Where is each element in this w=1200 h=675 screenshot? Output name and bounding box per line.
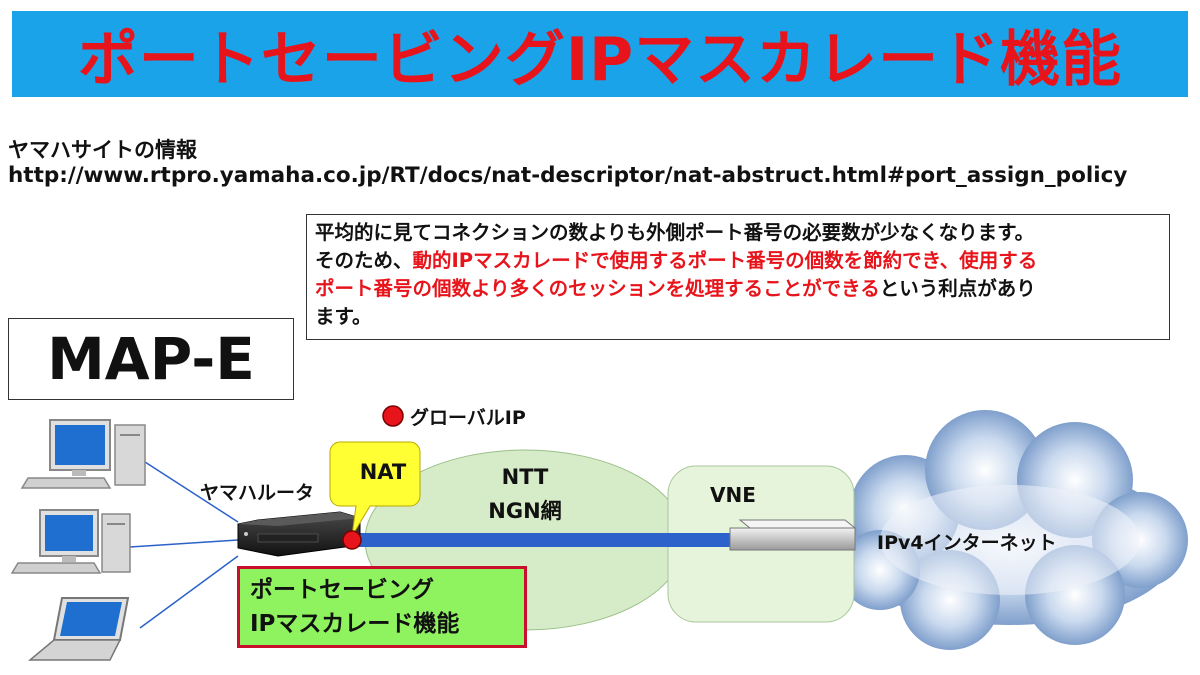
desktop-pc-icon [10,509,131,574]
legend-dot-icon [382,405,404,427]
laptop-icon [27,597,130,661]
callout-line: 平均的に見てコネクションの数よりも外側ポート番号の必要数が少なくなります。 [315,221,1035,244]
legend-global-ip-label: グローバルIP [410,407,526,429]
callout-line: そのため、動的IPマスカレードで使用するポート番号の個数を節約でき、使用する [315,247,1161,275]
ntt-label: NTT [501,465,549,489]
feature-line: IPマスカレード機能 [250,611,460,637]
nat-bubble [329,441,421,537]
feature-line: ポートセービング [250,577,434,603]
callout-text: という利点があり [879,277,1036,300]
nat-label: NAT [359,460,407,484]
ngn-label: NGN網 [488,499,562,523]
callout-line: ます。 [315,305,372,328]
explanation-callout: 平均的に見てコネクションの数よりも外側ポート番号の必要数が少なくなります。 その… [306,214,1170,340]
callout-highlight: ポート番号の個数より多くのセッションを処理することができる [315,277,880,300]
desktop-pc-icon [20,419,146,489]
title-banner: ポートセービングIPマスカレード機能 [12,11,1188,97]
mape-label-box: MAP-E [8,318,294,400]
ngn-link-line [345,533,740,547]
feature-box: ポートセービング IPマスカレード機能 [237,566,527,648]
yamaha-router-icon [237,511,361,557]
callout-text: そのため、 [315,249,413,272]
source-url[interactable]: http://www.rtpro.yamaha.co.jp/RT/docs/na… [8,163,1128,188]
internet-cloud [840,410,1188,650]
callout-line: ポート番号の個数より多くのセッションを処理することができるという利点があり [315,275,1161,303]
callout-highlight: 動的IPマスカレードで使用するポート番号の個数を節約でき、使用する [412,249,1038,272]
router-label: ヤマハルータ [200,482,315,504]
source-label: ヤマハサイトの情報 [8,138,197,162]
vne-label: VNE [710,483,756,507]
pc-links [129,461,239,629]
global-ip-dot [342,530,362,550]
internet-label: IPv4インターネット [877,532,1057,554]
vne-device-icon [729,519,857,551]
page-title: ポートセービングIPマスカレード機能 [77,24,1123,95]
